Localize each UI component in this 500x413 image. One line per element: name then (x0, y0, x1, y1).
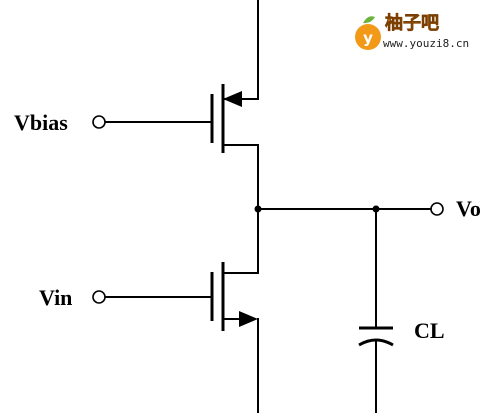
vo-label: Vo (456, 196, 481, 221)
vbias-terminal (92, 115, 106, 129)
brand-url: www.youzi8.cn (383, 37, 469, 50)
load-capacitor: CL (358, 208, 445, 413)
watermark: y 柚子吧 www.youzi8.cn (355, 12, 469, 50)
vin-label: Vin (39, 285, 72, 310)
orange-logo-icon (355, 24, 381, 50)
logo-letter: y (363, 29, 373, 47)
nmos-arrow-icon (239, 311, 258, 327)
nmos-transistor: Vin (39, 208, 259, 413)
leaf-icon (363, 16, 375, 24)
brand-name: 柚子吧 (385, 12, 439, 34)
cl-label: CL (414, 318, 445, 343)
pmos-arrow-icon (223, 91, 242, 107)
vin-terminal (92, 290, 106, 304)
vo-terminal (430, 202, 444, 216)
pmos-transistor: Vbias (14, 84, 259, 210)
vbias-label: Vbias (14, 110, 68, 135)
